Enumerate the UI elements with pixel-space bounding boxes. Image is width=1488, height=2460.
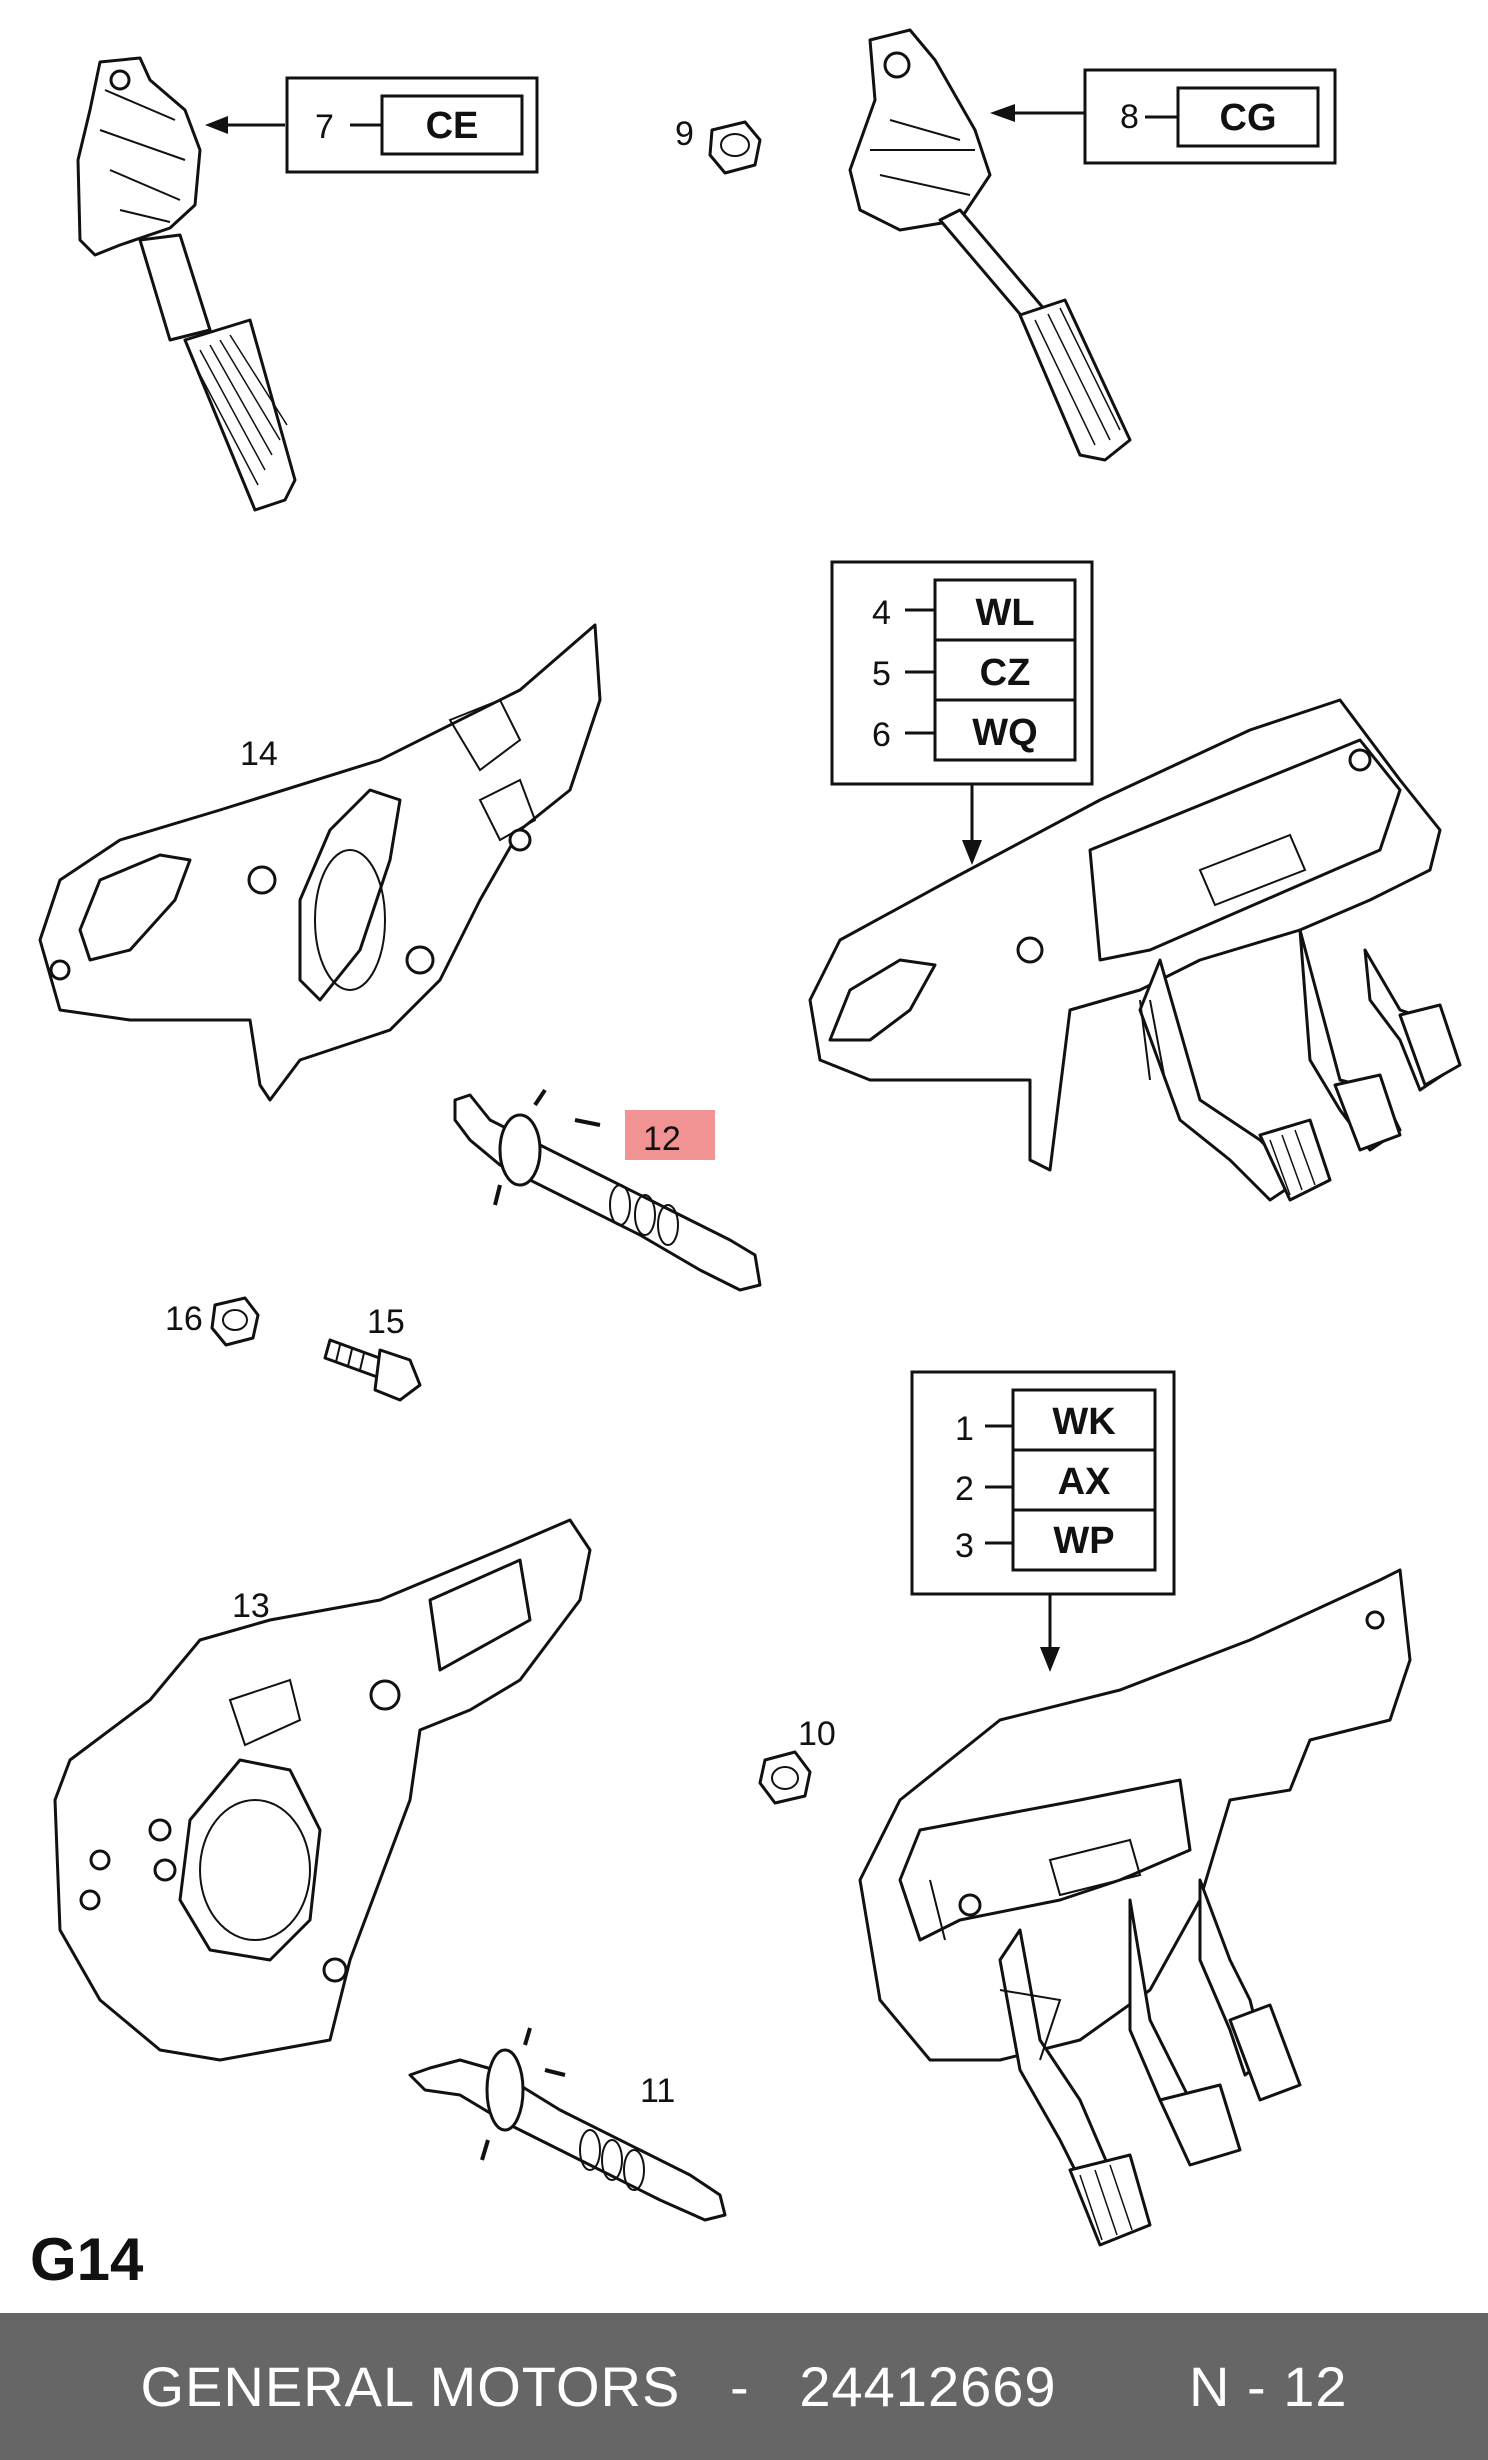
bracket-14: 14 (38, 623, 602, 1102)
callout-8-code: CG (1220, 97, 1277, 139)
callout-2-number: 2 (955, 1470, 974, 1508)
footer-brand: GENERAL MOTORS (140, 2355, 681, 2418)
callout-8-number: 8 (1120, 98, 1139, 136)
exploded-parts-diagram: 7 CE 8 CG 9 14 (38, 28, 1462, 2247)
bolt-15: 15 (323, 1303, 422, 1402)
accelerator-pedal-ce (76, 56, 297, 512)
master-cylinder-12: 12 (453, 1088, 762, 1292)
footer-separator: - (730, 2355, 750, 2418)
callout-8: 8 CG (990, 68, 1337, 165)
nut-10: 10 (758, 1715, 836, 1805)
callout-2-code: AX (1058, 1461, 1111, 1503)
callout-4-5-6: 4 5 6 WL CZ WQ (830, 560, 1094, 865)
callout-6-code: WQ (972, 712, 1037, 754)
label-11: 11 (640, 2072, 675, 2110)
pedal-box-assembly-upper (808, 698, 1462, 1202)
label-14: 14 (240, 735, 278, 773)
master-cylinder-11: 11 (408, 2027, 727, 2222)
label-12: 12 (643, 1120, 681, 1158)
footer-bar: GENERAL MOTORS - 24412669 N - 12 (0, 2313, 1488, 2460)
callout-4-number: 4 (872, 594, 891, 632)
callout-7-code: CE (426, 105, 479, 147)
callout-6-number: 6 (872, 716, 891, 754)
callout-1-2-3: 1 2 3 WK AX WP (910, 1370, 1176, 1672)
label-13: 13 (232, 1587, 270, 1625)
bracket-13: 13 (53, 1518, 592, 2062)
callout-7-number: 7 (315, 108, 334, 146)
callout-5-number: 5 (872, 655, 891, 693)
callout-4-code: WL (975, 592, 1034, 634)
pedal-box-assembly-lower (858, 1568, 1412, 2247)
footer-page: N - 12 (1189, 2355, 1348, 2418)
callout-1-number: 1 (955, 1410, 974, 1448)
footer-part-number: 24412669 (799, 2355, 1057, 2418)
label-15: 15 (367, 1303, 405, 1341)
callout-7: 7 CE (205, 76, 539, 174)
callout-1-code: WK (1052, 1401, 1116, 1443)
callout-3-code: WP (1053, 1520, 1114, 1562)
callout-3-number: 3 (955, 1527, 974, 1565)
nut-16: 16 (165, 1296, 260, 1347)
callout-5-code: CZ (980, 652, 1031, 694)
page-code: G14 (30, 2226, 144, 2293)
label-16: 16 (165, 1300, 203, 1338)
label-10: 10 (798, 1715, 836, 1753)
footer-text: GENERAL MOTORS - 24412669 N - 12 (140, 2354, 1347, 2419)
accelerator-pedal-cg (848, 28, 1132, 462)
label-9: 9 (675, 115, 694, 153)
highlight-12 (625, 1110, 715, 1160)
nut-9: 9 (675, 115, 762, 175)
